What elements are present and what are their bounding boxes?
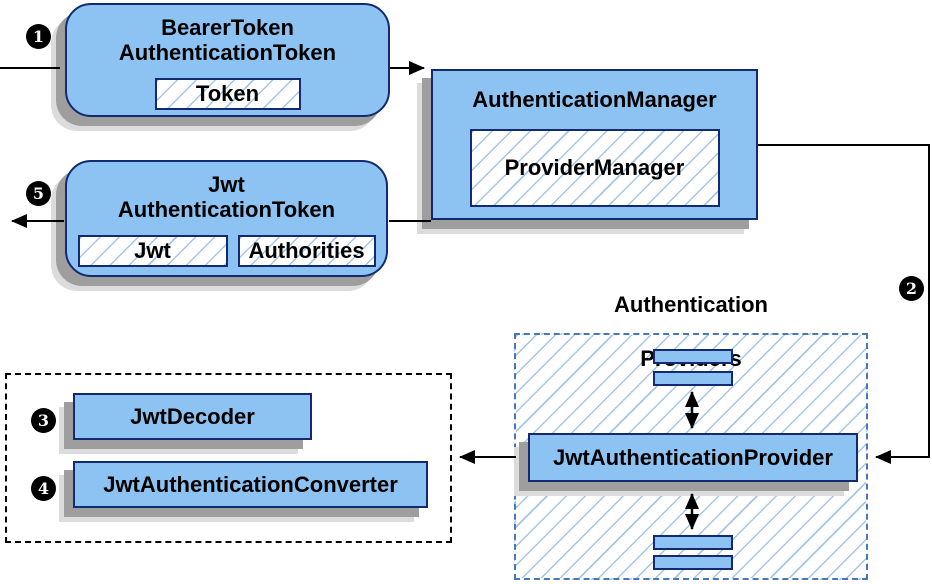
step-badge-1: 1 [26, 24, 51, 49]
jwt-authentication-token-node: Jwt AuthenticationToken Jwt Authorities [65, 160, 388, 277]
jwt-decoder-node: JwtDecoder [73, 393, 312, 440]
provider-slot-bar-top-1 [653, 349, 733, 364]
step-badge-3: 3 [31, 408, 56, 433]
authorities-chip: Authorities [237, 235, 376, 267]
provider-manager-chip: ProviderManager [469, 129, 720, 207]
providers-group-label-line1: Authentication [614, 292, 768, 317]
jwt-authentication-provider-title: JwtAuthenticationProvider [553, 445, 833, 470]
jwt-token-title-line1: Jwt [208, 172, 245, 197]
jwt-chip: Jwt [77, 235, 228, 267]
provider-slot-bar-bottom-2 [653, 555, 733, 570]
authentication-manager-title: AuthenticationManager [472, 87, 717, 112]
bearer-token-title-line1: BearerToken [161, 15, 294, 40]
step-badge-4: 4 [31, 476, 56, 501]
provider-slot-bar-bottom-1 [653, 535, 733, 550]
jwt-authentication-provider-node: JwtAuthenticationProvider [528, 433, 858, 482]
bearer-token-title-line2: AuthenticationToken [118, 40, 337, 65]
step-badge-5: 5 [26, 181, 51, 206]
step-badge-2: 2 [899, 276, 924, 301]
jwt-authentication-converter-title: JwtAuthenticationConverter [103, 472, 398, 497]
jwt-token-title-line2: AuthenticationToken [117, 197, 336, 222]
jwt-authentication-converter-node: JwtAuthenticationConverter [73, 461, 428, 508]
token-chip: Token [154, 78, 301, 110]
authentication-manager-node: AuthenticationManager ProviderManager [431, 69, 758, 220]
provider-slot-bar-top-2 [653, 371, 733, 386]
jwt-decoder-title: JwtDecoder [130, 404, 255, 429]
bearer-token-authentication-token-node: BearerToken AuthenticationToken Token [65, 3, 390, 117]
